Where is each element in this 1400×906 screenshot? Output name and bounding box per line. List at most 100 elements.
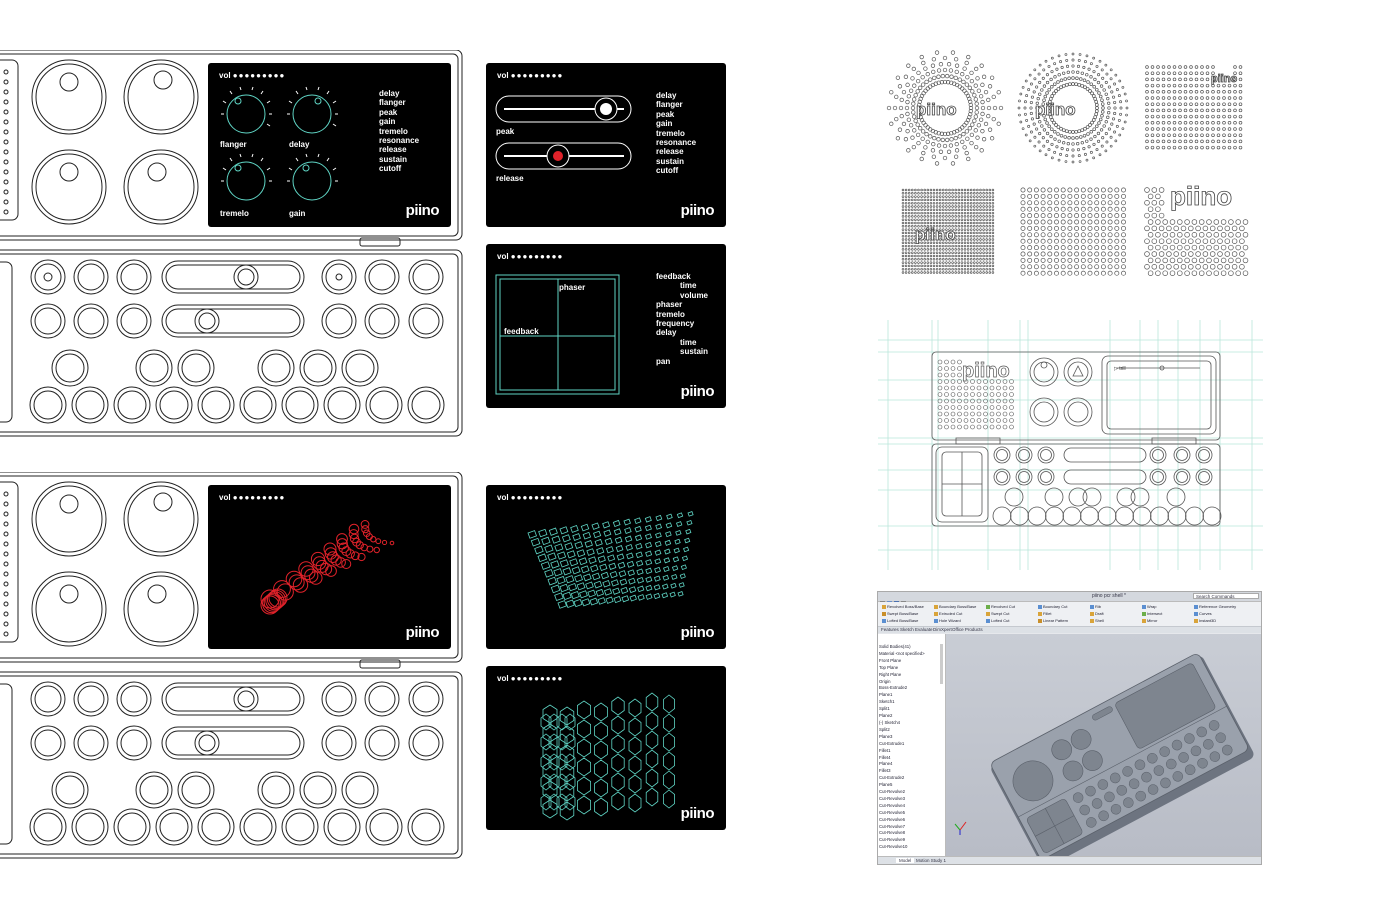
- pattern-dot: [954, 63, 960, 68]
- tree-item[interactable]: Cut-Revolve7: [879, 823, 906, 829]
- red-circle-mark: [324, 547, 338, 560]
- ribbon-command[interactable]: Revolved Boss/Base: [882, 603, 924, 610]
- menu-item[interactable]: gain: [656, 119, 673, 129]
- menu-item[interactable]: time: [680, 337, 697, 347]
- tree-item[interactable]: Split1: [879, 706, 890, 712]
- menu-item[interactable]: tremelo: [656, 128, 685, 138]
- tree-item[interactable]: Material <not specified>: [879, 650, 925, 656]
- menu-item[interactable]: flanger: [656, 100, 683, 110]
- ribbon-command[interactable]: Mirror: [1142, 617, 1157, 624]
- tree-item[interactable]: Fillet4: [879, 754, 891, 760]
- tree-item[interactable]: Cut-Extrude1: [879, 740, 905, 746]
- tree-item[interactable]: Cut-Revolve5: [879, 809, 906, 815]
- tree-item[interactable]: Plane5: [879, 782, 893, 788]
- ribbon-command[interactable]: Wrap: [1142, 603, 1156, 610]
- tree-item[interactable]: Cut-Revolve6: [879, 816, 906, 822]
- ribbon-command[interactable]: Linear Pattern: [1038, 617, 1068, 624]
- tab-evaluate[interactable]: Evaluate: [915, 627, 933, 632]
- tree-item[interactable]: Origin: [879, 678, 891, 684]
- menu-item[interactable]: sustain: [379, 154, 408, 164]
- tree-item[interactable]: Cut-Revolve10: [879, 844, 908, 850]
- ribbon-command[interactable]: Shell: [1090, 617, 1104, 624]
- menu-item[interactable]: phaser: [656, 300, 683, 310]
- tree-item[interactable]: Sketch1: [879, 699, 895, 705]
- pattern-dot: [1093, 134, 1097, 139]
- tree-item[interactable]: Cut-Revolve2: [879, 789, 906, 795]
- tree-item[interactable]: Boss-Extrude2: [879, 685, 908, 691]
- ribbon-command[interactable]: Boundary Boss/Base: [934, 603, 976, 610]
- ribbon-command[interactable]: Swept Boss/Base: [882, 610, 918, 617]
- tree-item[interactable]: Plane2: [879, 713, 893, 719]
- xy-pad[interactable]: [486, 244, 626, 408]
- ribbon-command[interactable]: Fillet: [1038, 610, 1051, 617]
- pattern-dot: [901, 238, 905, 241]
- pattern-dot: [1114, 238, 1120, 244]
- menu-item[interactable]: flanger: [379, 98, 406, 108]
- ribbon-command[interactable]: Instant3D: [1194, 617, 1216, 624]
- tab-motion-study[interactable]: Motion Study 1: [916, 858, 947, 863]
- menu-item[interactable]: gain: [379, 117, 396, 127]
- ribbon-command[interactable]: Revolved Cut: [986, 603, 1015, 610]
- ribbon-command[interactable]: Rib: [1090, 603, 1101, 610]
- menu-item[interactable]: feedback: [656, 272, 691, 281]
- tree-item[interactable]: Plane4: [879, 761, 893, 767]
- tree-item[interactable]: Cut-Revolve8: [879, 830, 906, 836]
- cad-viewport[interactable]: [946, 634, 1261, 856]
- menu-item[interactable]: release: [379, 145, 407, 155]
- menu-item[interactable]: peak: [379, 107, 398, 117]
- tab-sketch[interactable]: Sketch: [900, 627, 914, 632]
- menu-item[interactable]: peak: [656, 109, 675, 119]
- menu-item[interactable]: cutoff: [656, 166, 679, 176]
- tree-item[interactable]: Cut-Extrude2: [879, 775, 905, 781]
- ribbon-command[interactable]: Draft: [1090, 610, 1104, 617]
- pattern-dot: [928, 127, 933, 132]
- tree-item[interactable]: Cut-Revolve9: [879, 837, 906, 843]
- menu-item[interactable]: volume: [680, 290, 709, 300]
- tab-office-products[interactable]: Office Products: [952, 627, 983, 632]
- tree-item[interactable]: Fillet1: [879, 747, 891, 753]
- tree-item[interactable]: Front Plane: [879, 657, 902, 663]
- tree-item[interactable]: Split2: [879, 726, 890, 732]
- pattern-dot: [1123, 120, 1127, 124]
- ribbon-command[interactable]: Hole Wizard: [934, 617, 961, 624]
- tree-item[interactable]: Fillet3: [879, 768, 891, 774]
- menu-item[interactable]: resonance: [656, 138, 697, 148]
- ribbon-command[interactable]: Reference Geometry: [1194, 603, 1236, 610]
- menu-item[interactable]: frequency: [656, 319, 695, 329]
- tab-features[interactable]: Features: [881, 627, 899, 632]
- ribbon-command[interactable]: Lofted Cut: [986, 617, 1009, 624]
- ribbon-command[interactable]: Intersect: [1142, 610, 1162, 617]
- ribbon-command[interactable]: Extruded Cut: [934, 610, 962, 617]
- menu-item[interactable]: release: [656, 147, 684, 157]
- tree-item[interactable]: Top Plane: [879, 664, 899, 670]
- blueprint-dot: [944, 398, 949, 404]
- ribbon-command[interactable]: Boundary Cut: [1038, 603, 1067, 610]
- tree-item[interactable]: Plane3: [879, 733, 893, 739]
- ribbon-command[interactable]: Swept Cut: [986, 610, 1009, 617]
- ribbon-command[interactable]: Curves: [1194, 610, 1212, 617]
- menu-item[interactable]: delay: [656, 328, 677, 338]
- menu-item[interactable]: delay: [379, 89, 400, 98]
- ribbon-command[interactable]: Lofted Boss/Base: [882, 617, 918, 624]
- tree-item[interactable]: (-) Sketch4: [879, 719, 901, 725]
- menu-item[interactable]: tremelo: [656, 309, 685, 319]
- menu-item[interactable]: pan: [656, 356, 671, 366]
- menu-item[interactable]: time: [680, 281, 697, 291]
- menu-item[interactable]: delay: [656, 91, 677, 100]
- tab-dimxpert[interactable]: DimXpert: [933, 627, 952, 632]
- pattern-dot: [929, 258, 933, 261]
- tab-model[interactable]: Model: [896, 858, 915, 863]
- tree-item[interactable]: Solid Bodies(41): [879, 644, 911, 649]
- tree-item[interactable]: Right Plane: [879, 671, 902, 677]
- pattern-dot: [973, 248, 976, 251]
- tree-scrollbar[interactable]: [940, 644, 943, 684]
- menu-item[interactable]: sustain: [656, 156, 685, 166]
- search-input[interactable]: Search Commands: [1193, 593, 1259, 599]
- tree-item[interactable]: Cut-Revolve3: [879, 795, 906, 801]
- menu-item[interactable]: tremelo: [379, 126, 408, 136]
- tree-item[interactable]: Plane1: [879, 692, 893, 698]
- menu-item[interactable]: cutoff: [379, 164, 402, 174]
- menu-item[interactable]: resonance: [379, 136, 420, 146]
- menu-item[interactable]: sustain: [680, 347, 709, 357]
- tree-item[interactable]: Cut-Revolve4: [879, 802, 906, 808]
